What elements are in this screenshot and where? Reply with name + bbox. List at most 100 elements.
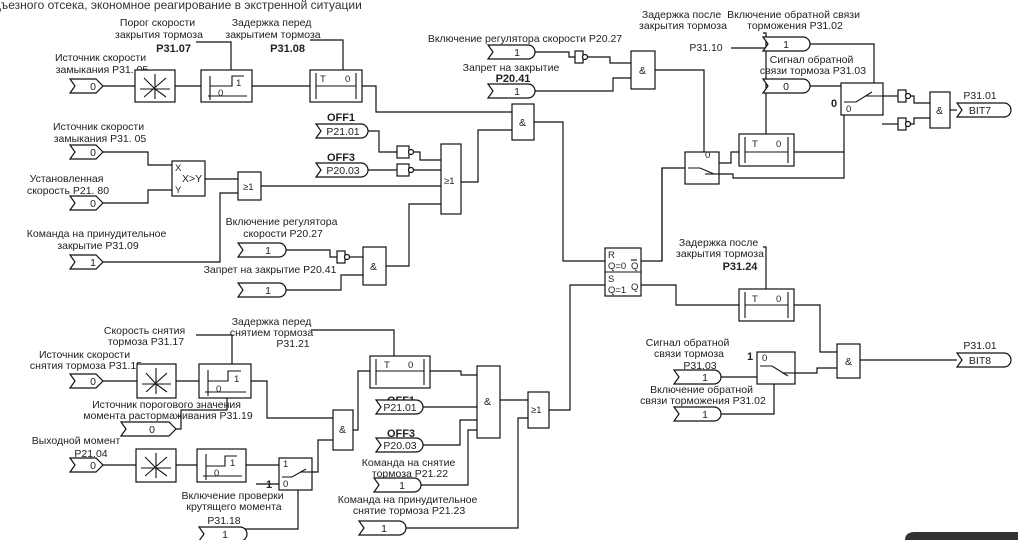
output-torque-connector: 0 <box>68 457 104 473</box>
svg-text:Y: Y <box>175 185 182 196</box>
off3-a-connector: P20.03 <box>314 162 369 178</box>
switch-block-torque-check: 1 0 <box>278 457 313 491</box>
ramp-block-close <box>134 69 176 103</box>
close-forbid-mid-connector: 1 <box>236 282 287 298</box>
reg-enable-mid-label: Включение регулятора скорости P20.27 <box>226 216 341 240</box>
and-block-close-trigger: & <box>511 103 535 141</box>
off3-b-label: OFF3 <box>387 428 415 440</box>
torque-check-label: Включение проверки крутящего момента <box>181 490 286 513</box>
svg-text:1: 1 <box>265 285 271 297</box>
reg-enable-top-connector: 1 <box>486 44 536 60</box>
close-delay-code: P31.08 <box>270 43 305 55</box>
torque-check-connector: 1 <box>197 526 248 540</box>
svg-text:1: 1 <box>230 458 235 469</box>
svg-text:&: & <box>519 117 526 129</box>
fb-signal-bot-connector: 1 <box>672 369 722 385</box>
close-speed-source2-connector: 0 <box>68 144 104 160</box>
off1-a-connector: P21.01 <box>314 123 369 139</box>
torque-check-code: P31.18 <box>207 515 240 527</box>
off1-b-connector: P21.01 <box>374 399 424 415</box>
and-block-release: & <box>476 365 501 439</box>
timer-block-close-delay: T 0 <box>309 69 363 103</box>
svg-text:0: 0 <box>216 384 221 395</box>
force-close-connector: 1 <box>68 254 104 270</box>
svg-text:&: & <box>370 261 377 273</box>
svg-text:≥1: ≥1 <box>444 176 455 187</box>
svg-text:1: 1 <box>222 529 228 540</box>
after-close-delay-top-code: P31.10 <box>689 42 722 54</box>
svg-text:P20.03: P20.03 <box>326 165 359 177</box>
close-speed-source-connector: 0 <box>68 78 104 94</box>
svg-text:T: T <box>752 139 758 150</box>
svg-text:0: 0 <box>149 424 155 436</box>
not-gate-reg-enable-top <box>574 50 589 64</box>
svg-text:≥1: ≥1 <box>243 182 254 193</box>
bit8-code: P31.01 <box>963 340 996 352</box>
svg-text:0: 0 <box>762 353 767 364</box>
compare-block: X X>Y Y <box>171 160 206 197</box>
close-forbid-top-label: Запрет на закрытие <box>463 62 560 74</box>
svg-text:Q: Q <box>631 282 638 293</box>
bit8-output: BIT8 <box>955 352 1012 368</box>
rs-flipflop: R Q=0 Q S Q=1 Q <box>604 247 642 297</box>
svg-text:0: 0 <box>90 376 96 388</box>
switch-block-close: 0 <box>684 150 720 185</box>
not-gate-off1-a <box>396 145 415 159</box>
not-gate-off3-a <box>396 163 415 177</box>
close-delay-label: Задержка перед закрытием тормоза <box>225 17 320 41</box>
and-block-reg-top: & <box>630 50 656 90</box>
svg-text:T: T <box>752 294 758 305</box>
force-close-label: Команда на принудительное закрытие P31.0… <box>27 228 170 252</box>
svg-text:0: 0 <box>408 360 413 371</box>
corner-badge <box>905 532 1018 540</box>
svg-text:0: 0 <box>776 294 781 305</box>
svg-text:R: R <box>608 250 615 261</box>
after-close-delay-mid-code: P31.24 <box>723 261 759 273</box>
switch-block-feedback-top: 0 <box>840 82 884 116</box>
not-gate-top-2 <box>897 117 912 131</box>
svg-text:1: 1 <box>234 374 239 385</box>
svg-text:≥1: ≥1 <box>531 405 542 416</box>
svg-text:1: 1 <box>514 47 520 59</box>
svg-text:&: & <box>484 396 491 408</box>
svg-text:Q=0: Q=0 <box>608 261 626 272</box>
svg-text:1: 1 <box>265 245 271 257</box>
wires <box>103 32 957 530</box>
close-speed-source-label: Источник скорости замыкания P31. 05 <box>55 52 149 76</box>
svg-text:0: 0 <box>345 74 350 85</box>
hysteresis-block-torque: 0 1 <box>196 448 247 483</box>
fb-enable-top-connector: 1 <box>761 36 811 52</box>
svg-text:BIT8: BIT8 <box>969 355 991 367</box>
torque-threshold-source-label: Источник порогового значения момента рас… <box>83 399 253 422</box>
after-close-delay-mid-label: Задержка после закрытия тормоза <box>676 237 764 260</box>
svg-text:0: 0 <box>90 81 96 93</box>
svg-text:0: 0 <box>705 150 710 161</box>
fb-enable-top-label: Включение обратной связи торможения P31.… <box>727 9 863 32</box>
svg-text:1: 1 <box>381 523 387 535</box>
close-forbid-mid-label: Запрет на закрытие P20.41 <box>204 264 337 276</box>
close-threshold-label: Порог скорости закрытия тормоза <box>115 17 203 41</box>
release-cmd-connector: 1 <box>372 477 422 493</box>
off3-a-label: OFF3 <box>327 152 355 164</box>
release-cmd-label: Команда на снятие тормоза P21.22 <box>362 457 458 480</box>
force-release-connector: 1 <box>357 520 407 536</box>
svg-text:0: 0 <box>218 88 223 99</box>
svg-text:0: 0 <box>846 104 851 115</box>
after-close-delay-top-label: Задержка после закрытия тормоза <box>639 9 727 32</box>
fb-signal-bot-code: P31.03 <box>683 360 716 372</box>
fb-signal-bot-label: Сигнал обратной связи тормоза <box>646 337 733 360</box>
and-block-bit7: & <box>929 91 951 129</box>
svg-text:1: 1 <box>399 480 405 492</box>
release-speed-source-connector: 0 <box>68 373 104 389</box>
ramp-block-torque <box>135 448 177 483</box>
timer-block-after-close: T 0 <box>738 133 795 167</box>
svg-text:S: S <box>608 274 614 285</box>
svg-text:P21.01: P21.01 <box>326 126 359 138</box>
torque-threshold-source-connector: 0 <box>119 421 177 437</box>
fb-enable-bot-label: Включение обратной связи торможения P31.… <box>640 384 766 407</box>
svg-text:1: 1 <box>702 372 708 384</box>
release-speed-source-label: Источник скорости снятия тормоза P31.15 <box>30 349 142 372</box>
header-text: дъезного отсека, экономное реагирование … <box>0 0 362 12</box>
svg-text:X>Y: X>Y <box>182 173 202 185</box>
